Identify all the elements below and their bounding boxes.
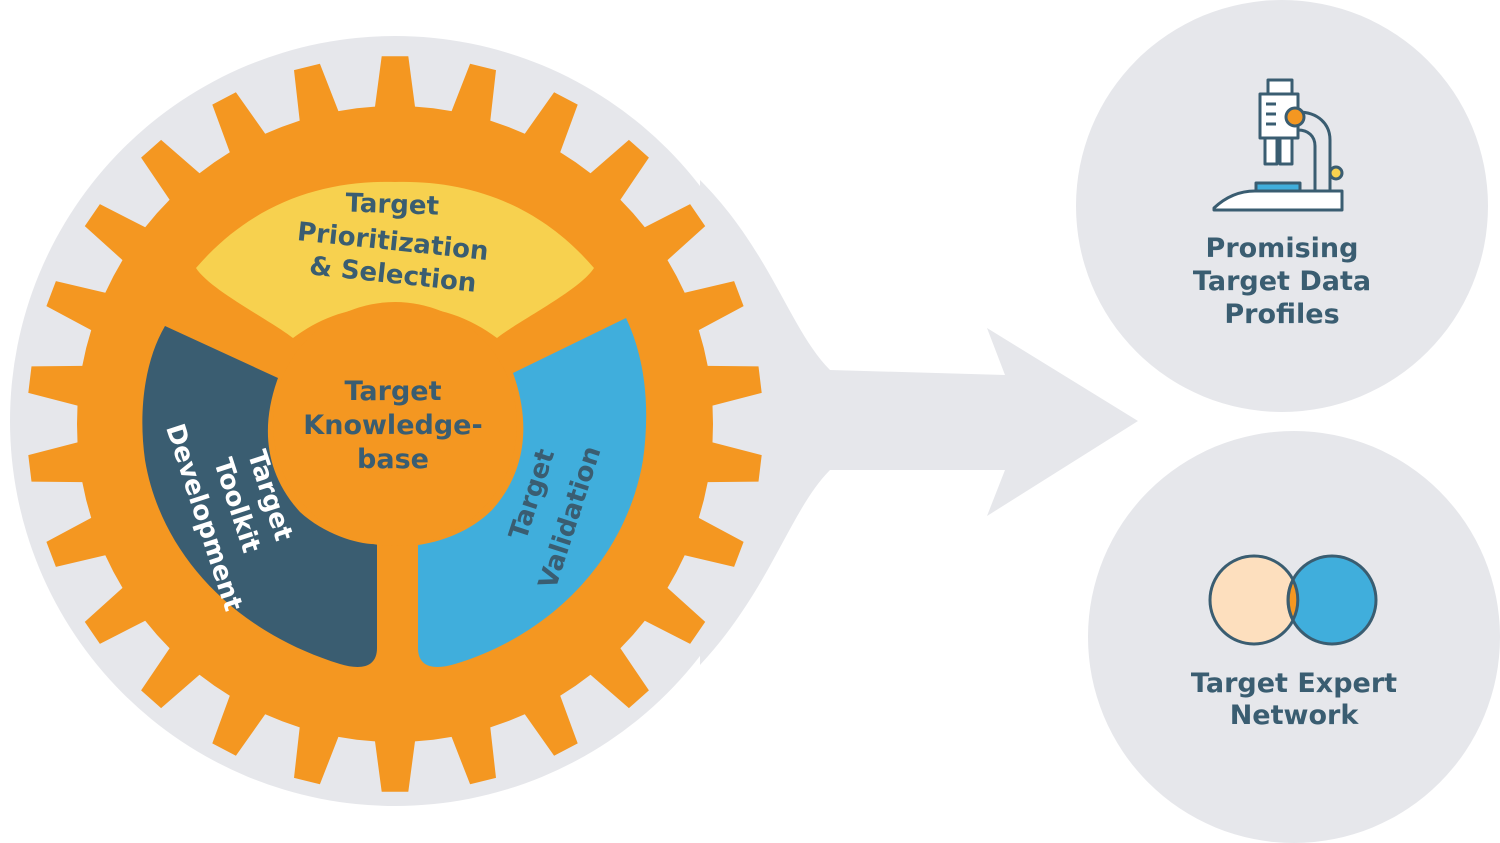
profiles-output: Promising Target Data Profiles (1076, 0, 1488, 412)
knowledge-base-hub (273, 302, 517, 546)
knowledge-base-label: Target Knowledge- base (303, 376, 482, 475)
microscope-icon (1212, 78, 1344, 212)
profiles-line1: Promising (1206, 233, 1359, 264)
network-line2: Network (1230, 700, 1360, 731)
profiles-line2: Target Data (1193, 266, 1371, 297)
knowledge-base-line2: Knowledge- (303, 410, 482, 441)
prioritization-line1: Target (345, 188, 439, 221)
knowledge-base-line1: Target (344, 376, 441, 407)
network-line1: Target Expert (1191, 668, 1397, 699)
knowledge-base-line3: base (357, 444, 429, 475)
network-output: Target Expert Network (1088, 431, 1500, 843)
prioritization-segment (196, 181, 594, 338)
venn-diagram-icon (1208, 554, 1378, 646)
toolkit-segment (142, 326, 377, 667)
validation-segment (418, 318, 647, 667)
profiles-line3: Profiles (1224, 299, 1339, 330)
